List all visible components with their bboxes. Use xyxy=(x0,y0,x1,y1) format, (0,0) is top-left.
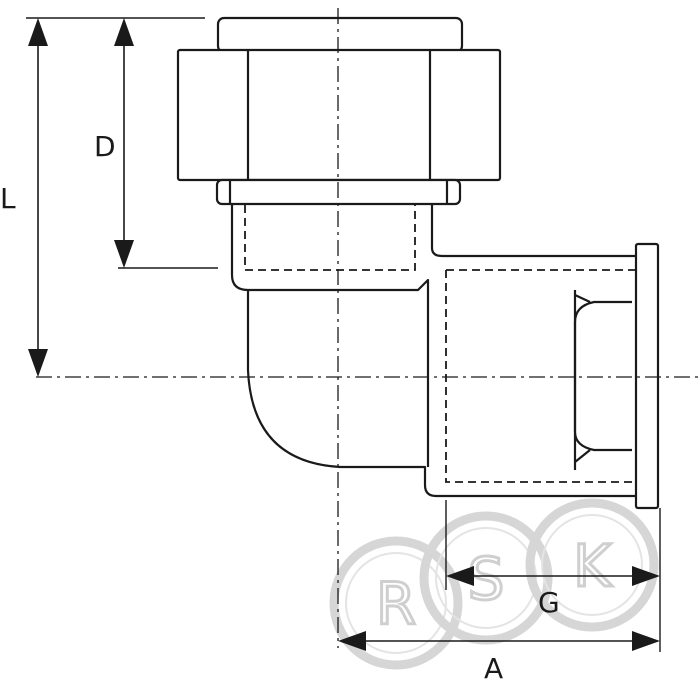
arrow-d-bottom xyxy=(114,240,134,268)
dimension-d: D xyxy=(94,18,134,268)
socket-thread-profile xyxy=(573,300,632,452)
dimension-label-g: G xyxy=(538,586,560,619)
watermark-letter-k: K xyxy=(573,532,613,600)
dimension-a: A xyxy=(338,631,660,685)
dimension-label-d: D xyxy=(94,130,116,163)
arrow-d-top xyxy=(114,18,134,46)
arrow-l-bottom xyxy=(28,349,48,377)
flange-plate xyxy=(634,242,660,510)
dimension-label-l: L xyxy=(0,182,16,215)
arrow-a-right xyxy=(632,631,660,651)
hidden-bore-horizontal xyxy=(445,269,636,483)
hidden-bore-vertical xyxy=(244,205,416,271)
union-nut xyxy=(176,48,502,182)
dimension-label-a: A xyxy=(484,652,503,685)
elbow-throat-line xyxy=(248,278,430,467)
watermark-ring-r xyxy=(329,536,463,670)
watermark-ring-k xyxy=(525,498,659,632)
elbow-inner-outline xyxy=(430,202,636,258)
arrow-g-left xyxy=(446,566,474,586)
arrow-a-left xyxy=(338,631,366,651)
watermark-letter-r: R xyxy=(376,570,416,638)
dimension-l: L xyxy=(0,18,48,377)
arrow-l-top xyxy=(28,18,48,46)
arrow-g-right xyxy=(632,566,660,586)
nut-top-cap xyxy=(216,16,464,54)
dimension-g: G xyxy=(446,566,660,619)
watermark: R S K xyxy=(329,498,659,670)
watermark-ring-s xyxy=(419,511,553,645)
elbow-body-outline xyxy=(230,202,636,498)
